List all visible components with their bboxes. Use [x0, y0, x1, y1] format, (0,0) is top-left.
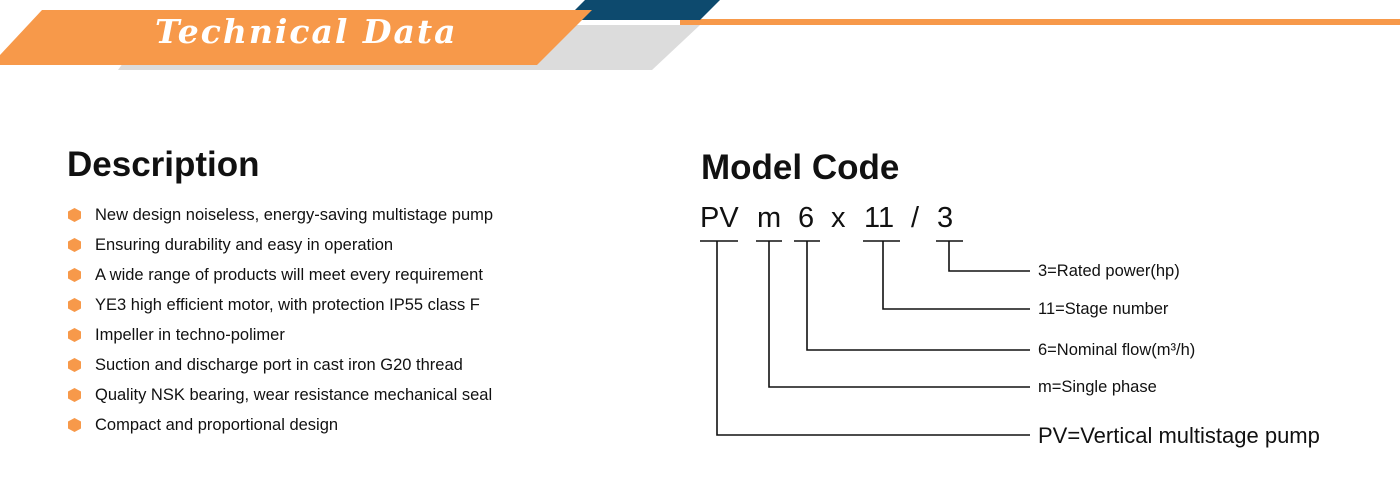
banner-navy-stripe: [565, 0, 720, 20]
code-segment-separator-x: x: [831, 202, 846, 234]
hexagon-bullet-icon: [68, 262, 82, 288]
description-list: New design noiseless, energy-saving mult…: [68, 202, 493, 442]
list-item: Suction and discharge port in cast iron …: [68, 352, 493, 382]
hexagon-bullet-icon: [68, 202, 82, 228]
code-segment-series: PV: [700, 202, 739, 234]
code-segment-flow: 6: [798, 202, 815, 234]
hexagon-bullet-icon: [68, 382, 82, 408]
legend-stages: 11=Stage number: [1038, 300, 1169, 318]
hexagon-bullet-icon: [68, 412, 82, 438]
list-item-text: Compact and proportional design: [95, 416, 339, 434]
list-item-text: New design noiseless, energy-saving mult…: [95, 206, 494, 224]
list-item-text: YE3 high efficient motor, with protectio…: [95, 296, 480, 314]
list-item: New design noiseless, energy-saving mult…: [68, 202, 493, 232]
hexagon-bullet-icon: [68, 322, 82, 348]
list-item-text: Quality NSK bearing, wear resistance mec…: [95, 386, 493, 404]
model-code-title: Model Code: [701, 148, 900, 187]
list-item: Ensuring durability and easy in operatio…: [68, 232, 493, 262]
banner-orange-rule: [680, 19, 1400, 25]
list-item: Compact and proportional design: [68, 412, 493, 442]
hexagon-bullet-icon: [68, 352, 82, 378]
code-segment-separator-slash: /: [911, 202, 920, 234]
legend-phase: m=Single phase: [1038, 378, 1157, 396]
banner-title: Technical Data: [155, 12, 458, 51]
header-banner: [0, 0, 1400, 70]
list-item-text: Suction and discharge port in cast iron …: [95, 356, 463, 374]
leader-phase: [768, 241, 1030, 388]
leader-power: [948, 241, 1030, 272]
legend-series: PV=Vertical multistage pump: [1038, 423, 1320, 448]
description-title: Description: [67, 145, 260, 184]
hexagon-bullet-icon: [68, 232, 82, 258]
code-segment-stages: 11: [864, 202, 895, 234]
code-segment-power: 3: [937, 202, 954, 234]
list-item-text: Impeller in techno-polimer: [95, 326, 285, 344]
list-item: A wide range of products will meet every…: [68, 262, 493, 292]
banner-orange-band: [0, 10, 592, 65]
code-segment-phase: m: [757, 202, 782, 234]
legend-flow: 6=Nominal flow(m³/h): [1038, 341, 1196, 359]
list-item-text: Ensuring durability and easy in operatio…: [95, 236, 394, 254]
list-item: Impeller in techno-polimer: [68, 322, 493, 352]
list-item-text: A wide range of products will meet every…: [95, 266, 483, 284]
list-item: Quality NSK bearing, wear resistance mec…: [68, 382, 493, 412]
hexagon-bullet-icon: [68, 292, 82, 318]
list-item: YE3 high efficient motor, with protectio…: [68, 292, 493, 322]
legend-power: 3=Rated power(hp): [1038, 262, 1180, 280]
leader-stages: [882, 241, 1030, 310]
leader-flow: [806, 241, 1030, 351]
leader-series: [716, 241, 1030, 436]
